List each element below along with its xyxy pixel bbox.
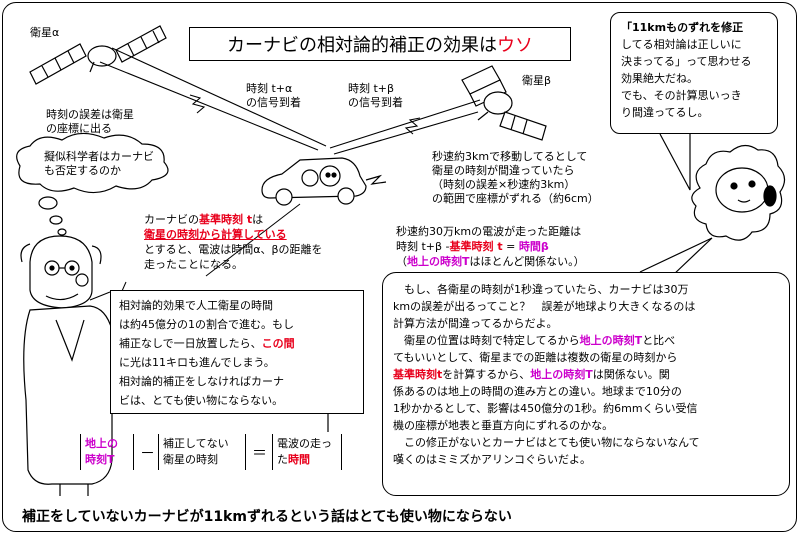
satellite-beta-icon (461, 65, 547, 141)
title-text: カーナビの相対論的補正の効果は (227, 35, 497, 56)
explain-box: 相対論的効果で人工衛星の時間 は約45億分の1の割合で進む。もし 補正なしで一日… (110, 290, 364, 414)
pointer-line-scientist (89, 291, 111, 301)
title-accent: ウソ (497, 35, 533, 56)
error-note: 時刻の誤差は衛星の座標に出る (46, 108, 134, 135)
signal-beams (99, 47, 481, 155)
page-title: カーナビの相対論的補正の効果はウソ (189, 27, 571, 61)
pointer-line-base-time (205, 203, 301, 277)
thought-cloud-text: 擬似科学者はカーナビも否定するのか (44, 150, 154, 177)
equation-equals: ＝ (252, 444, 268, 462)
equation-term-radio-time: 電波の走った時間 (272, 434, 342, 470)
main-explanation-box: もし、各衛星の時刻が1秒違っていたら、カーナビは30万 kmの誤差が出るってこと… (382, 272, 790, 496)
speed-note: 秒速約3kmで移動してるとして 衛星の時刻が間違っていたら （時刻の誤差×秒速約… (432, 150, 599, 205)
satellite-alpha-icon (29, 25, 167, 85)
base-time-note: カーナビの基準時刻 tは 衛星の時刻から計算している とすると、電波は時間α、β… (144, 213, 323, 271)
speech-bubble: 「11kmものずれを修正 してる相対論は正しいに 決まってる」って思わせる 効果… (610, 12, 778, 134)
satellite-alpha-label: 衛星α (30, 26, 60, 39)
distance-note: 秒速約30万kmの電波が走った距離は 時刻 t+β -基準時刻 t = 時間β … (396, 225, 585, 268)
satellite-beta-label: 衛星β (522, 74, 552, 87)
speech-bubble-tail (659, 133, 691, 191)
footer-caption: 補正をしていないカーナビが11kmずれるという話はとても使い物にならない (22, 509, 512, 525)
equation-minus: － (140, 444, 156, 462)
scientist-icon (20, 235, 113, 496)
sheep-icon (691, 144, 786, 241)
equation-term-satellite-time: 補正してない衛星の時刻 (158, 434, 246, 470)
equation-term-ground-time: 地上の時刻T (80, 434, 134, 470)
main-box-tail (639, 237, 713, 277)
car-icon (261, 157, 387, 206)
thought-cloud-icon (16, 132, 169, 236)
